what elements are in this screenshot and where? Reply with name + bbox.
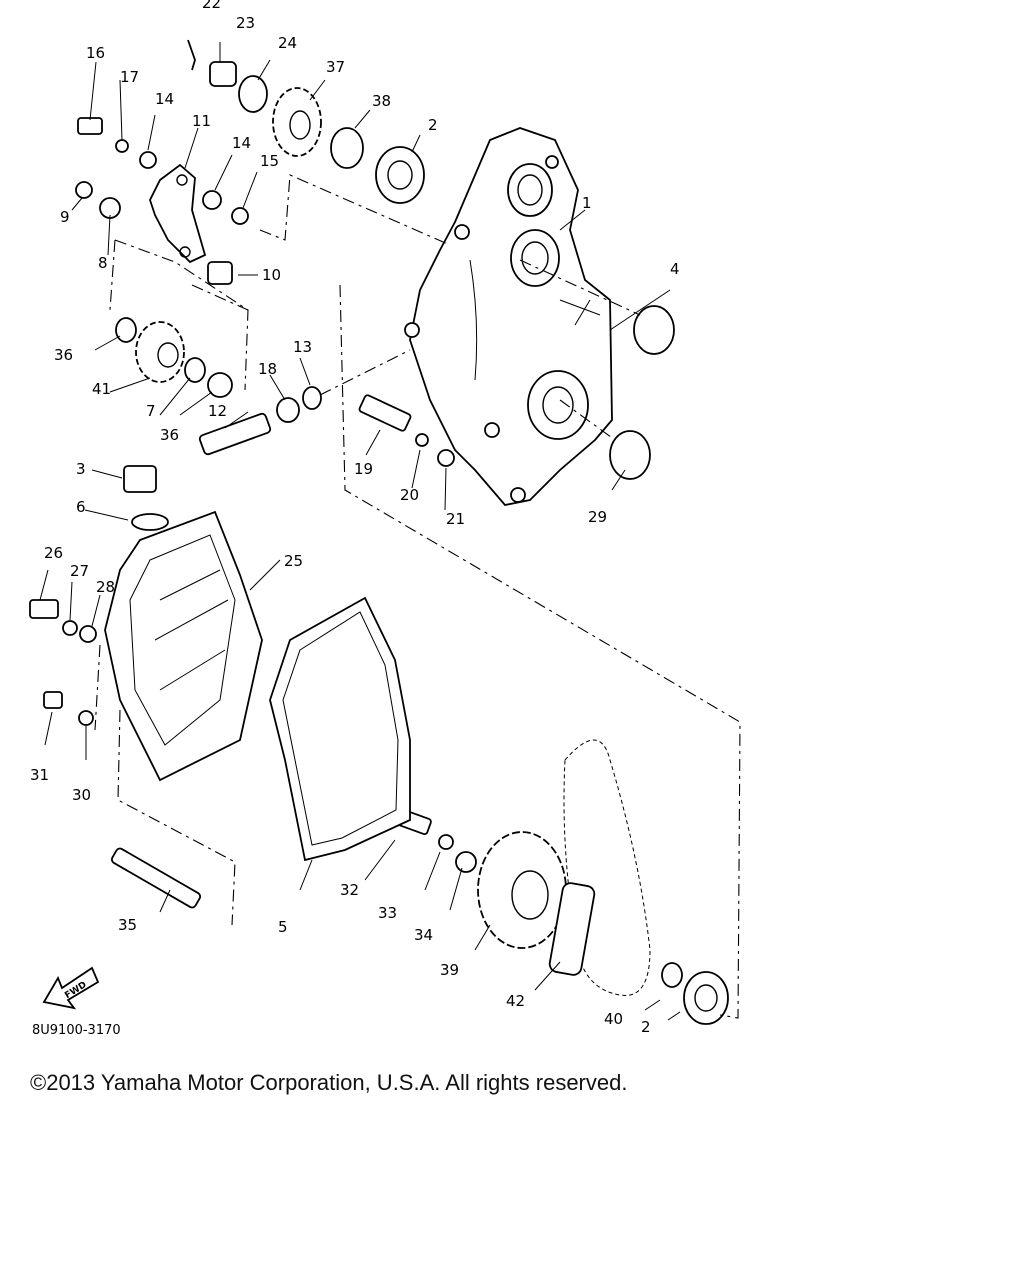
part-label: 42	[506, 992, 525, 1010]
exploded-parts-diagram: 1 2 3 4 5 6 7 8 9 10 11 12 13 14 14 15 1…	[29, 0, 741, 1038]
part-label: 15	[260, 152, 279, 170]
chain	[548, 739, 651, 996]
part-label: 38	[372, 92, 391, 110]
part-label: 3	[76, 460, 86, 478]
chaincase-cover	[104, 510, 263, 782]
part-label: 21	[446, 510, 465, 528]
part-label: 16	[86, 44, 105, 62]
part-label: 33	[378, 904, 397, 922]
part-label: 11	[192, 112, 211, 130]
part-label: 14	[155, 90, 174, 108]
part-label: 41	[92, 380, 111, 398]
part-label: 8	[98, 254, 108, 272]
part-label: 18	[258, 360, 277, 378]
part-label: 17	[120, 68, 139, 86]
part-label: 1	[582, 194, 592, 212]
part-label: 9	[60, 208, 70, 226]
part-label: 12	[208, 402, 227, 420]
part-label: 2	[428, 116, 438, 134]
bracket-assembly	[149, 163, 207, 264]
part-label: 5	[278, 918, 288, 936]
part-label: 32	[340, 881, 359, 899]
part-label: 39	[440, 961, 459, 979]
part-label: 36	[160, 426, 179, 444]
copyright-notice: ©2013 Yamaha Motor Corporation, U.S.A. A…	[30, 1070, 628, 1095]
part-label: 29	[588, 508, 607, 526]
drawing-code: 8U9100-3170	[32, 1023, 121, 1038]
part-label: 30	[72, 786, 91, 804]
part-label: 26	[44, 544, 63, 562]
part-label: 7	[146, 402, 156, 420]
part-label: 40	[604, 1010, 623, 1028]
gasket	[269, 596, 411, 862]
part-label: 25	[284, 552, 303, 570]
part-label: 23	[236, 14, 255, 32]
small-hardware	[29, 39, 729, 1025]
leader-lines	[39, 42, 681, 1021]
part-label: 34	[414, 926, 433, 944]
assembly-lines	[94, 174, 741, 1019]
part-label: 35	[118, 916, 137, 934]
part-label: 37	[326, 58, 345, 76]
part-label: 14	[232, 134, 251, 152]
part-number-labels: 1 2 3 4 5 6 7 8 9 10 11 12 13 14 14 15 1…	[30, 0, 680, 1036]
part-label: 22	[202, 0, 221, 12]
forward-arrow-icon: FWD	[42, 966, 100, 1010]
part-label: 28	[96, 578, 115, 596]
part-label: 20	[400, 486, 419, 504]
part-label: 4	[670, 260, 680, 278]
part-label: 31	[30, 766, 49, 784]
part-label: 19	[354, 460, 373, 478]
housing-case	[404, 127, 613, 506]
part-label: 36	[54, 346, 73, 364]
part-label: 10	[262, 266, 281, 284]
sprockets	[135, 87, 567, 949]
part-label: 13	[293, 338, 312, 356]
part-label: 6	[76, 498, 86, 516]
part-label: 27	[70, 562, 89, 580]
part-label: 24	[278, 34, 297, 52]
part-label: 2	[641, 1018, 651, 1036]
